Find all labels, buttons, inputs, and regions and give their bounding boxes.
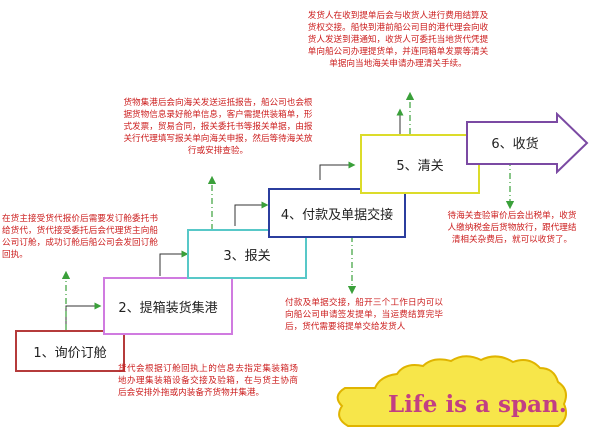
- note-step4: 付款及单据交接，船开三个工作日内可以向船公司申请签发提单，当运费结算完毕后，货代…: [285, 298, 443, 332]
- banner-cloud: Life is a span.: [336, 355, 567, 427]
- step-5-box: 5、清关: [360, 134, 480, 194]
- note-step6: 待海关查验审价后会出税单，收货人缴纳税金后货物放行，跟代理结清相关杂费后，就可以…: [447, 211, 577, 245]
- step-4-box: 4、付款及单据交接: [268, 188, 406, 238]
- step-arrows: [65, 108, 404, 330]
- step-2-box: 2、提箱装货集港: [103, 277, 233, 335]
- step-2-label: 2、提箱装货集港: [118, 300, 218, 316]
- note-step1: 在货主接受货代报价后需要发订舱委托书给货代，货代接受委托后会代理货主向船公司订舱…: [2, 214, 158, 260]
- step-6-box: 6、收货: [470, 122, 560, 162]
- step-6-label: 6、收货: [491, 136, 539, 152]
- banner-shape: [336, 355, 567, 427]
- step-6-arrow-shape: [466, 112, 589, 174]
- step-1-label: 1、询价订舱: [33, 345, 107, 361]
- arrow-4-5: [319, 161, 356, 180]
- step-6-arrow: [466, 112, 589, 174]
- banner-text: Life is a span.: [388, 391, 567, 418]
- step-1-box: 1、询价订舱: [15, 330, 125, 372]
- arrow-2-3: [159, 250, 189, 276]
- step-3-label: 3、报关: [223, 248, 271, 264]
- step-5-label: 5、清关: [396, 158, 444, 174]
- note-step5: 发货人在收到提单后会与收货人进行费用结算及货权交接。船快到港前船公司目的港代理会…: [307, 11, 489, 69]
- arrow-1-2: [65, 302, 102, 330]
- arrow-3-4: [234, 201, 269, 226]
- note-step3: 货物集港后会向海关发送运抵报告，船公司也会根据货物信息录好舱单信息，客户需提供装…: [123, 98, 313, 156]
- note-step2: 货代会根据订舱回执上的信息去指定集装箱场地办理集装箱设备交接及验箱，在与货主协商…: [118, 364, 298, 398]
- step-4-label: 4、付款及单据交接: [280, 207, 394, 223]
